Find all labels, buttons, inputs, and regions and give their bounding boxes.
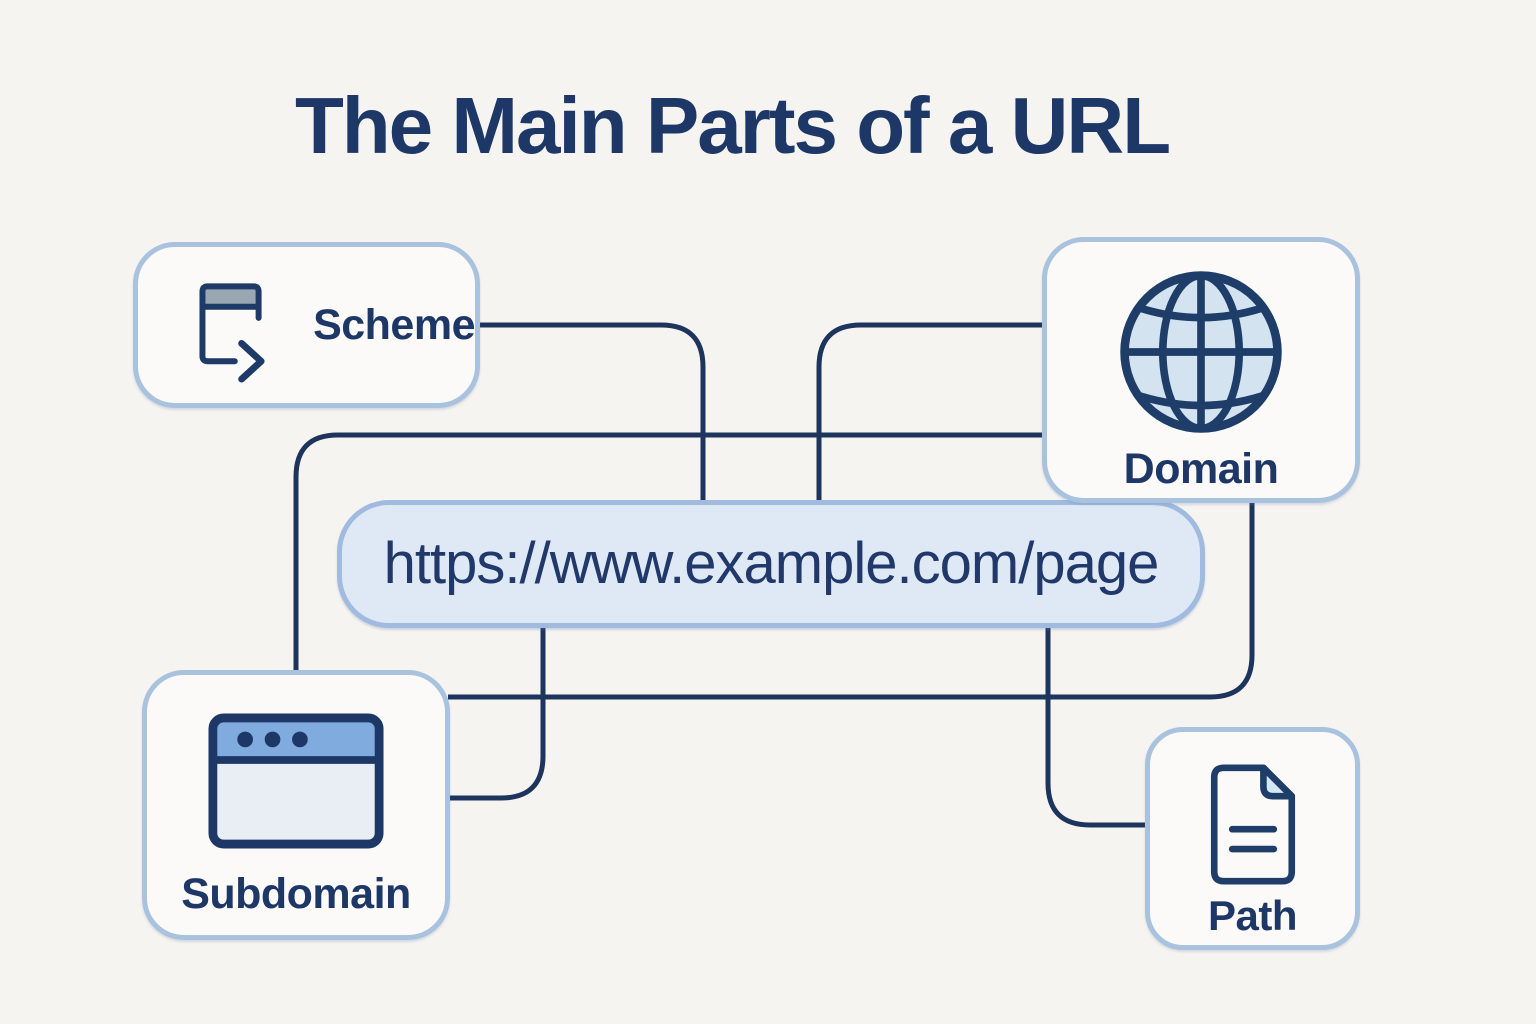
connector-scheme-to-url	[480, 322, 706, 502]
url-text: https://www.example.com/page	[383, 531, 1160, 596]
path-box: Path	[1145, 727, 1360, 950]
globe-icon	[1120, 271, 1282, 433]
page-title: The Main Parts of a URL	[294, 81, 1171, 170]
subdomain-label: Subdomain	[181, 870, 411, 918]
browser-window-icon	[208, 713, 384, 849]
connector-domain-to-subdomain	[448, 501, 1255, 700]
connector-url-to-domain	[816, 322, 1044, 502]
connector-subdomain-to-domain	[293, 432, 1044, 672]
domain-box: Domain	[1042, 237, 1360, 503]
connector-url-to-subdomain	[448, 626, 546, 801]
subdomain-box: Subdomain	[142, 670, 450, 940]
url-bar: https://www.example.com/page	[337, 500, 1205, 628]
browser-window-arrow-icon	[199, 282, 265, 382]
scheme-box: Scheme	[133, 242, 480, 408]
domain-label: Domain	[1123, 445, 1279, 493]
scheme-label: Scheme	[313, 300, 475, 349]
path-label: Path	[1207, 892, 1298, 939]
document-icon	[1210, 764, 1295, 885]
connector-url-to-path	[1045, 626, 1147, 828]
